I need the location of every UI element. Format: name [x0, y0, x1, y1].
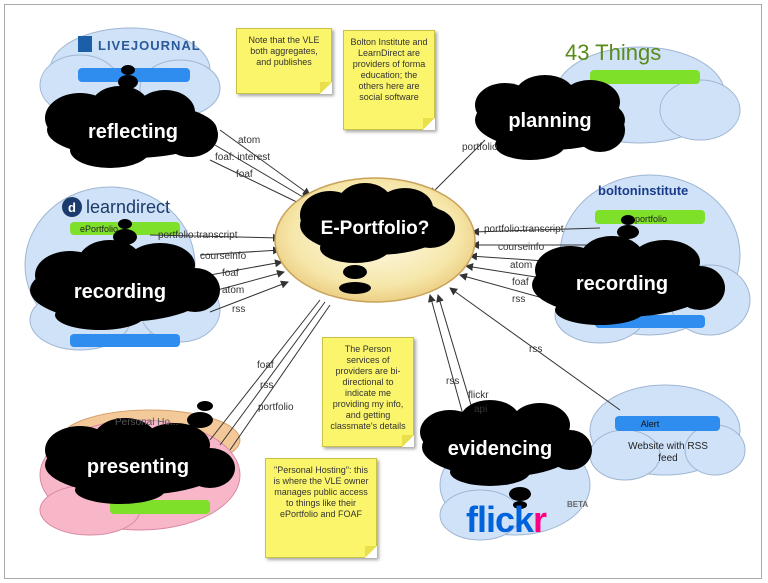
edge-label-foaf: foaf	[257, 360, 274, 371]
eportfolio-tag: ePortfolio	[80, 224, 118, 234]
edge-label-rss: rss	[232, 304, 245, 315]
recording-left-cloud: recording	[30, 219, 220, 330]
personal-hosting-title: Personal Ho...	[115, 417, 178, 428]
livejournal-wordmark: LIVEJOURNAL	[98, 38, 201, 53]
svg-text:flickr: flickr	[466, 499, 547, 540]
edge-label-api: api	[474, 404, 487, 415]
presenting-label: presenting	[87, 456, 189, 478]
edge-label-flickr: flickr	[468, 390, 489, 401]
fortythree-things-logo: 43 Things	[565, 40, 661, 65]
center-label: E-Portfolio?	[321, 218, 430, 239]
fortythree-things-wordmark: 43 Things	[565, 40, 661, 65]
planning-label: planning	[508, 110, 591, 132]
edge-label-portfolio: portfolio	[258, 402, 294, 413]
edge-label-atom: atom	[222, 285, 244, 296]
edge-label-foaf: foaf	[512, 277, 529, 288]
edge-label-courseinfo: courseinfo	[498, 242, 545, 253]
edge-label-portfolio-transcript: portfolio:transcript	[158, 230, 238, 241]
edge-labels: atom foaf: interest foaf portfolio:trans…	[158, 135, 564, 415]
vle-sticky-note: Note that the VLE both aggregates, and p…	[236, 28, 332, 94]
edge-label-atom: atom	[510, 260, 532, 271]
bolton-wordmark: boltoninstitute	[598, 183, 688, 198]
livejournal-logo: LIVEJOURNAL	[78, 36, 201, 53]
edge-label-atom: atom	[238, 135, 260, 146]
reflecting-label: reflecting	[88, 121, 178, 143]
flickr-beta-tag: BETA	[567, 500, 588, 509]
bolton-sticky-note: Bolton Institute and LearnDirect are pro…	[343, 30, 435, 130]
presenting-cloud: presenting	[45, 401, 235, 504]
edge-label-rss: rss	[446, 376, 459, 387]
edge-label-foaf: foaf	[222, 268, 239, 279]
flickr-wordmark-pink: r	[533, 499, 547, 540]
learndirect-wordmark: learndirect	[86, 197, 170, 217]
edge-label-rss: rss	[260, 380, 273, 391]
flickr-wordmark-blue: flick	[466, 499, 535, 540]
eportfolio-center-node: E-Portfolio?	[274, 177, 476, 303]
website-feed-cloud	[589, 384, 746, 481]
person-sticky-note: The Person services of providers are bi-…	[322, 337, 414, 447]
recording-right-cloud: recording	[532, 215, 725, 325]
reflecting-cloud: reflecting	[45, 65, 218, 168]
learndirect-logo: d learndirect	[62, 197, 170, 217]
edge-label-foaf: foaf	[236, 169, 253, 180]
hosting-sticky-note: "Personal Hosting": this is where the VL…	[265, 458, 377, 558]
bolton-logo: boltoninstitute	[598, 183, 688, 198]
recording-right-label: recording	[576, 273, 668, 295]
edge-label-portfolio: portfolio	[462, 142, 498, 153]
edge-label-rss: rss	[512, 294, 525, 305]
frame-border	[4, 4, 762, 579]
learndirect-mark: d	[68, 200, 76, 215]
recording-left-label: recording	[74, 281, 166, 303]
edge-label-courseinfo: courseinfo	[200, 251, 247, 262]
edge-label-portfolio-transcript: portfolio:transcript	[484, 224, 564, 235]
portfolio-tag: portfolio	[635, 214, 667, 224]
service-tags: ePortfolio portfolio Alert Personal Ho..…	[80, 214, 667, 429]
edge-label-rss: rss	[529, 344, 542, 355]
flickr-logo: flickr BETA	[466, 499, 588, 540]
evidencing-label: evidencing	[448, 438, 552, 460]
connector-arrows	[149, 129, 621, 451]
edge-label-foaf-interest: foaf: interest	[215, 152, 270, 163]
alert-button-label: Alert	[641, 419, 660, 429]
planning-cloud: planning	[475, 75, 625, 160]
website-feed-label: Website with RSS feed	[628, 441, 708, 464]
evidencing-cloud: evidencing	[420, 400, 592, 509]
